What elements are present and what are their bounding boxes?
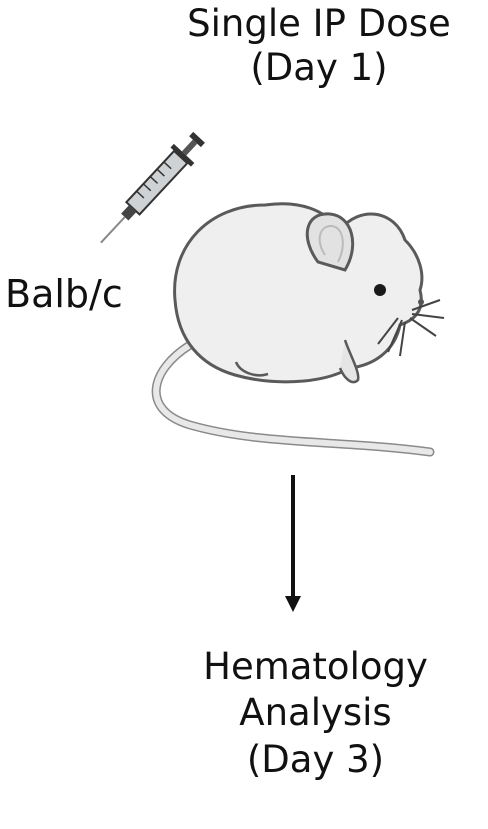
dose-label: Single IP Dose (Day 1): [150, 2, 488, 89]
analysis-label-line3: (Day 3): [143, 737, 488, 783]
analysis-label: Hematology Analysis (Day 3): [143, 644, 488, 783]
analysis-label-line1: Hematology: [143, 644, 488, 690]
dose-label-line1: Single IP Dose: [150, 2, 488, 46]
dose-label-line2: (Day 1): [150, 46, 488, 90]
strain-label: Balb/c: [5, 272, 123, 317]
analysis-label-line2: Analysis: [143, 690, 488, 736]
